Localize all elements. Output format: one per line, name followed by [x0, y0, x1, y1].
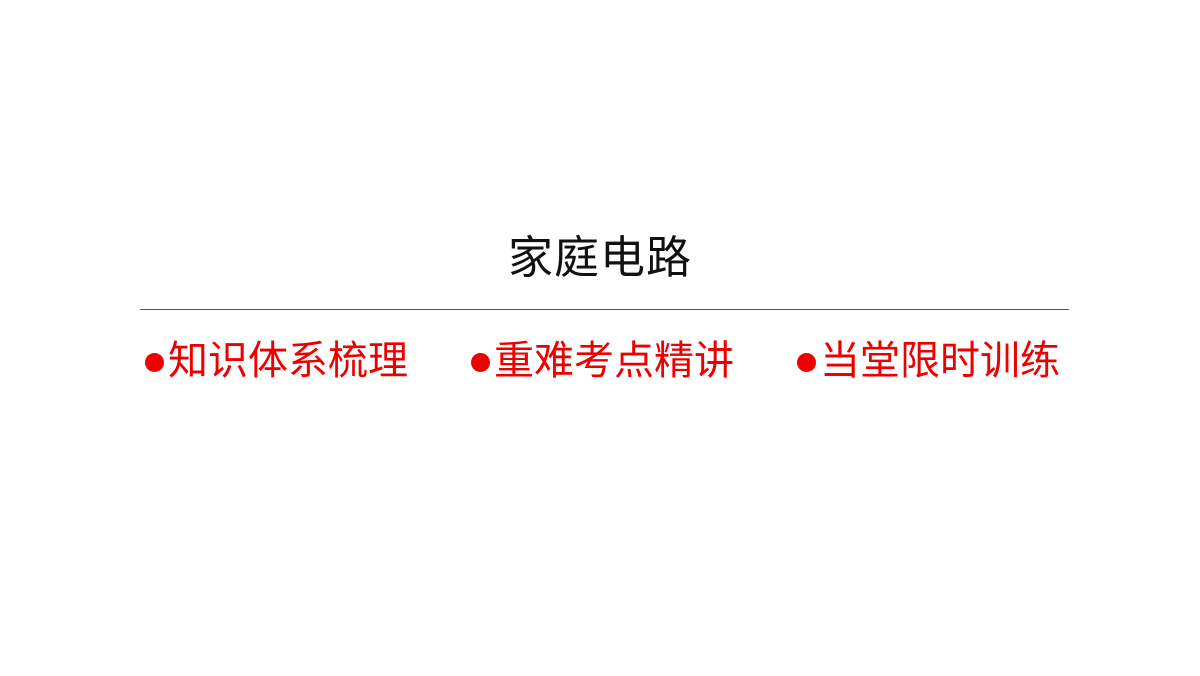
menu-item-timed-practice[interactable]: 当堂限时训练: [797, 333, 1060, 389]
bullet-icon: [145, 352, 164, 372]
menu-item-label: 知识体系梳理: [168, 338, 408, 384]
menu-item-label: 当堂限时训练: [820, 338, 1060, 384]
menu-item-key-points[interactable]: 重难考点精讲: [471, 333, 734, 389]
bullet-icon: [797, 352, 816, 372]
menu-item-knowledge-system[interactable]: 知识体系梳理: [145, 333, 408, 389]
bullet-icon: [471, 352, 490, 372]
menu-item-label: 重难考点精讲: [494, 338, 734, 384]
page-title: 家庭电路: [507, 231, 692, 284]
section-menu: 知识体系梳理 重难考点精讲 当堂限时训练: [0, 333, 1200, 389]
title-divider: [140, 309, 1069, 310]
